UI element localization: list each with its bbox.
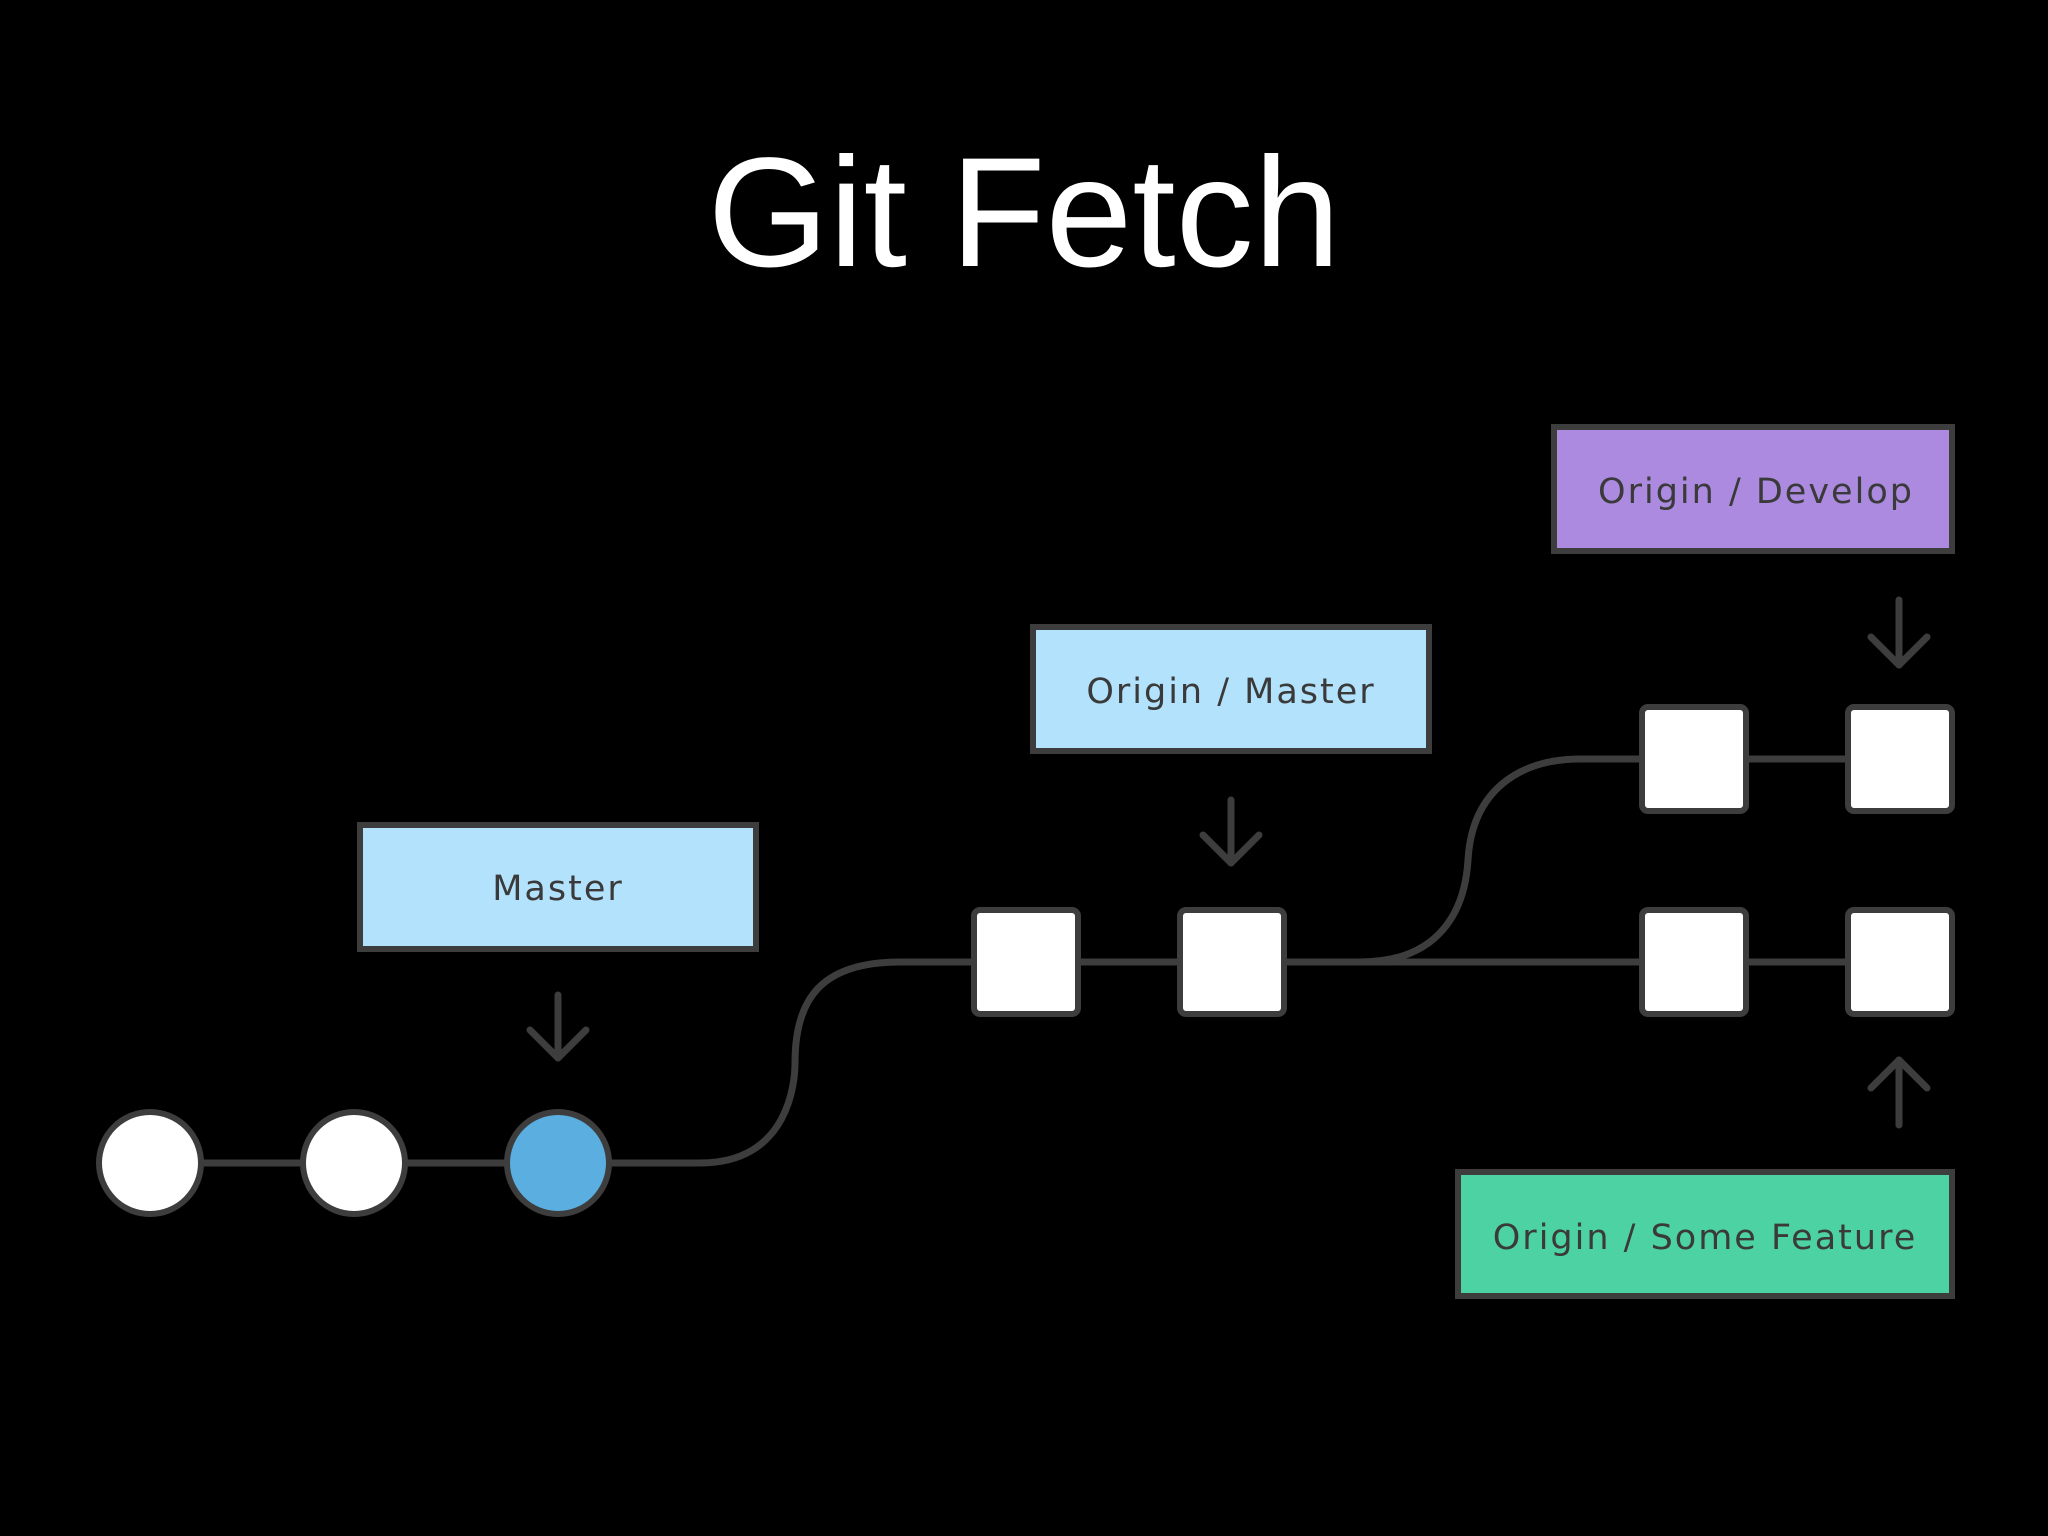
master-arrow-down-icon — [526, 991, 590, 1062]
label-origin-some-feature-box — [1455, 1169, 1955, 1299]
label-master-box — [357, 822, 759, 952]
local-commits — [96, 1109, 612, 1217]
local-commit-head — [504, 1109, 612, 1217]
label-origin-develop-text: Origin / Develop — [1598, 472, 1914, 512]
origin-develop-branch-curve — [1359, 755, 1902, 966]
local-commit-1 — [96, 1109, 204, 1217]
label-origin-develop: Origin / Develop — [1551, 424, 1955, 554]
origin-master-arrow-down-icon — [1199, 796, 1263, 867]
origin-develop-arrow-down-icon — [1867, 596, 1931, 669]
local-commit-2 — [300, 1109, 408, 1217]
label-origin-some-feature: Origin / Some Feature — [1455, 1169, 1955, 1299]
local-to-remote-curve — [558, 958, 974, 1167]
pointer-arrows — [526, 596, 1931, 1129]
remote-develop-commit-2 — [1845, 704, 1955, 814]
remote-develop-commit-1 — [1639, 704, 1749, 814]
label-origin-some-feature-text: Origin / Some Feature — [1493, 1218, 1917, 1258]
slide-title: Git Fetch — [707, 126, 1341, 300]
label-origin-develop-box — [1551, 424, 1955, 554]
remote-commit-1 — [971, 907, 1081, 1017]
label-master-text: Master — [492, 869, 624, 909]
remote-feature-commit-1 — [1639, 907, 1749, 1017]
origin-feature-arrow-up-icon — [1867, 1056, 1931, 1129]
remote-feature-commit-2 — [1845, 907, 1955, 1017]
label-origin-master: Origin / Master — [1030, 624, 1432, 754]
label-origin-master-text: Origin / Master — [1086, 672, 1375, 712]
remote-commit-2 — [1177, 907, 1287, 1017]
label-origin-master-box — [1030, 624, 1432, 754]
label-master: Master — [357, 822, 759, 952]
remote-commits — [971, 704, 1955, 1017]
